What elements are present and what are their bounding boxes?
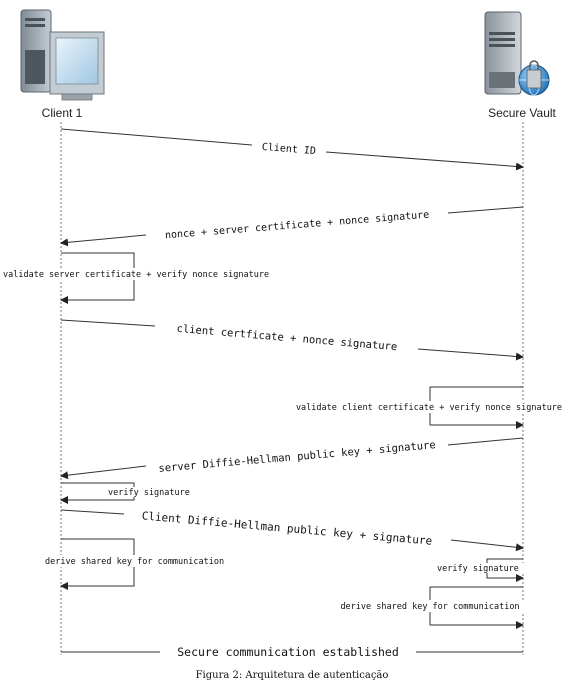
message-client-certificate: client certficate + nonce signature [60,319,523,357]
self-step-derive-key-client: derive shared key for communication [42,538,246,590]
server-globe-icon [484,11,550,96]
step-label: derive shared key for communication [45,557,224,567]
step-label: validate client certificate + verify non… [296,403,562,413]
step-label: verify signature [437,564,519,574]
message-label: Client ID [261,142,316,157]
message-label: Client Diffie-Hellman public key + signa… [141,509,432,547]
message-label: Secure communication established [177,645,399,659]
self-step-validate-client-certificate: validate client certificate + verify non… [280,386,578,429]
self-step-derive-key-vault: derive shared key for communication [328,586,532,629]
message-server-dh-key: server Diffie-Hellman public key + signa… [61,437,524,476]
step-label: derive shared key for communication [340,602,519,612]
message-label: server Diffie-Hellman public key + signa… [158,439,436,475]
message-secure-communication: Secure communication established [61,645,523,659]
message-client-dh-key: Client Diffie-Hellman public key + signa… [60,509,523,548]
message-label: nonce + server certificate + nonce signa… [165,210,430,242]
message-client-id: Client ID [60,128,523,167]
figure-caption: Figura 2: Arquitetura de autenticação [196,670,389,681]
actor-vault-label: Secure Vault [488,106,556,120]
actor-client-label: Client 1 [42,106,83,120]
message-nonce-server-certificate: nonce + server certificate + nonce signa… [61,206,524,243]
desktop-computer-icon [20,9,105,101]
self-step-validate-server-certificate: validate server certificate + verify non… [2,252,310,304]
self-step-verify-signature-vault: verify signature [430,558,524,582]
step-label: validate server certificate + verify non… [3,270,269,280]
message-label: client certficate + nonce signature [176,323,397,353]
step-label: verify signature [108,488,190,498]
self-step-verify-signature-client: verify signature [60,482,200,504]
